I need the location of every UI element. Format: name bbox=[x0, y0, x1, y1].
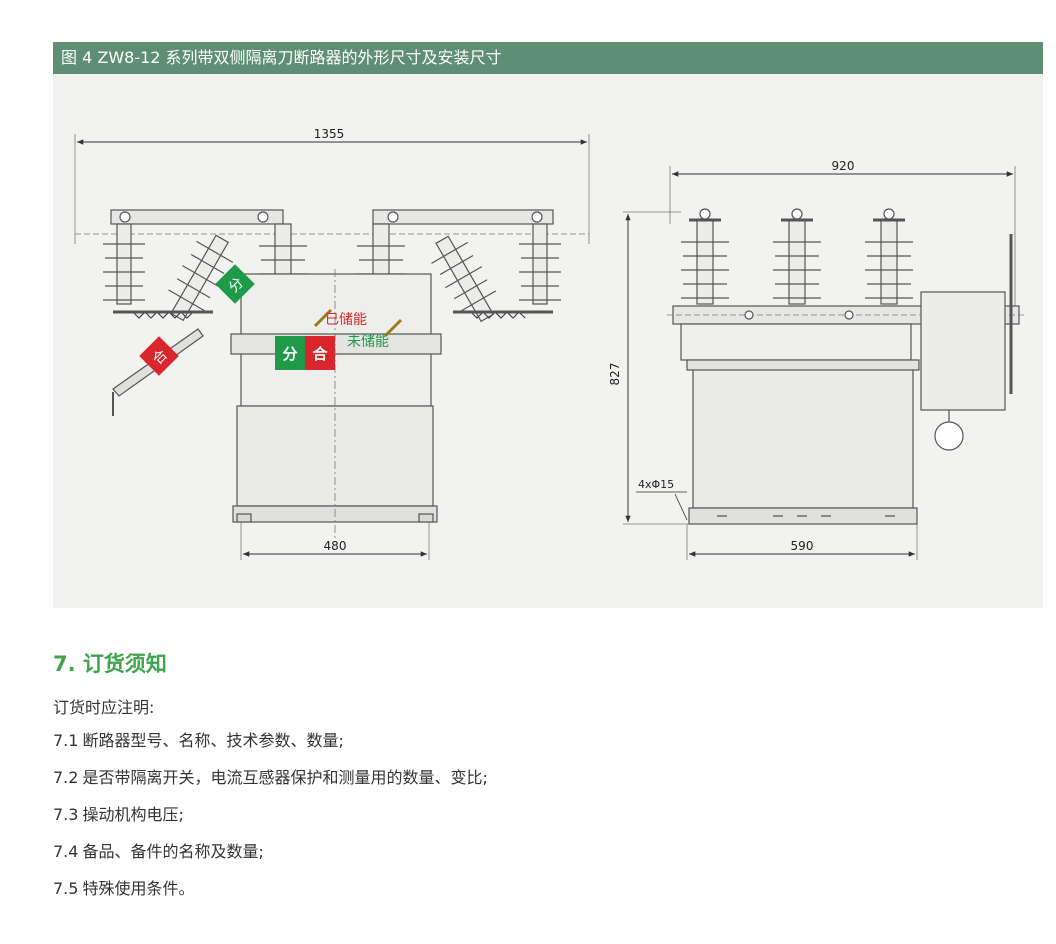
item-text: 是否带隔离开关，电流互感器保护和测量用的数量、变比; bbox=[82, 768, 488, 787]
figure-caption: 图 4 ZW8-12 系列带双侧隔离刀断路器的外形尺寸及安装尺寸 bbox=[53, 42, 1043, 74]
left-view bbox=[74, 134, 590, 560]
dim-right-width: 920 bbox=[832, 159, 855, 173]
ordering-intro: 订货时应注明: bbox=[53, 698, 155, 717]
dim-right-height: 827 bbox=[608, 363, 622, 386]
not-charged-label: 未储能 bbox=[347, 334, 389, 350]
drawing-area: 分 合 分 合 已储能 未储能 1355 480 bbox=[53, 74, 1043, 608]
item-number: 7.1 bbox=[53, 731, 79, 750]
right-view bbox=[623, 166, 1025, 560]
item-number: 7.4 bbox=[53, 842, 79, 861]
dim-left-width: 1355 bbox=[314, 127, 345, 141]
close-badge-label: 合 bbox=[311, 345, 328, 363]
open-badge bbox=[275, 336, 305, 370]
dim-left-base: 480 bbox=[324, 539, 347, 553]
open-close-indicators: 分 合 分 合 已储能 未储能 bbox=[139, 264, 389, 376]
open-badge-label: 分 bbox=[282, 345, 297, 363]
item-number: 7.5 bbox=[53, 879, 79, 898]
item-text: 断路器型号、名称、技术参数、数量; bbox=[82, 731, 344, 750]
dim-right-base: 590 bbox=[791, 539, 814, 553]
ordering-title: 7. 订货须知 bbox=[53, 652, 167, 676]
item-number: 7.2 bbox=[53, 768, 79, 787]
hole-spec-label: 4xΦ15 bbox=[638, 478, 674, 491]
technical-drawing: 分 合 分 合 已储能 未储能 1355 480 bbox=[74, 127, 1025, 560]
charged-label: 已储能 bbox=[325, 312, 367, 328]
item-text: 特殊使用条件。 bbox=[82, 879, 195, 898]
close-badge bbox=[305, 336, 335, 370]
item-text: 操动机构电压; bbox=[82, 805, 184, 824]
item-number: 7.3 bbox=[53, 805, 79, 824]
item-text: 备品、备件的名称及数量; bbox=[82, 842, 264, 861]
